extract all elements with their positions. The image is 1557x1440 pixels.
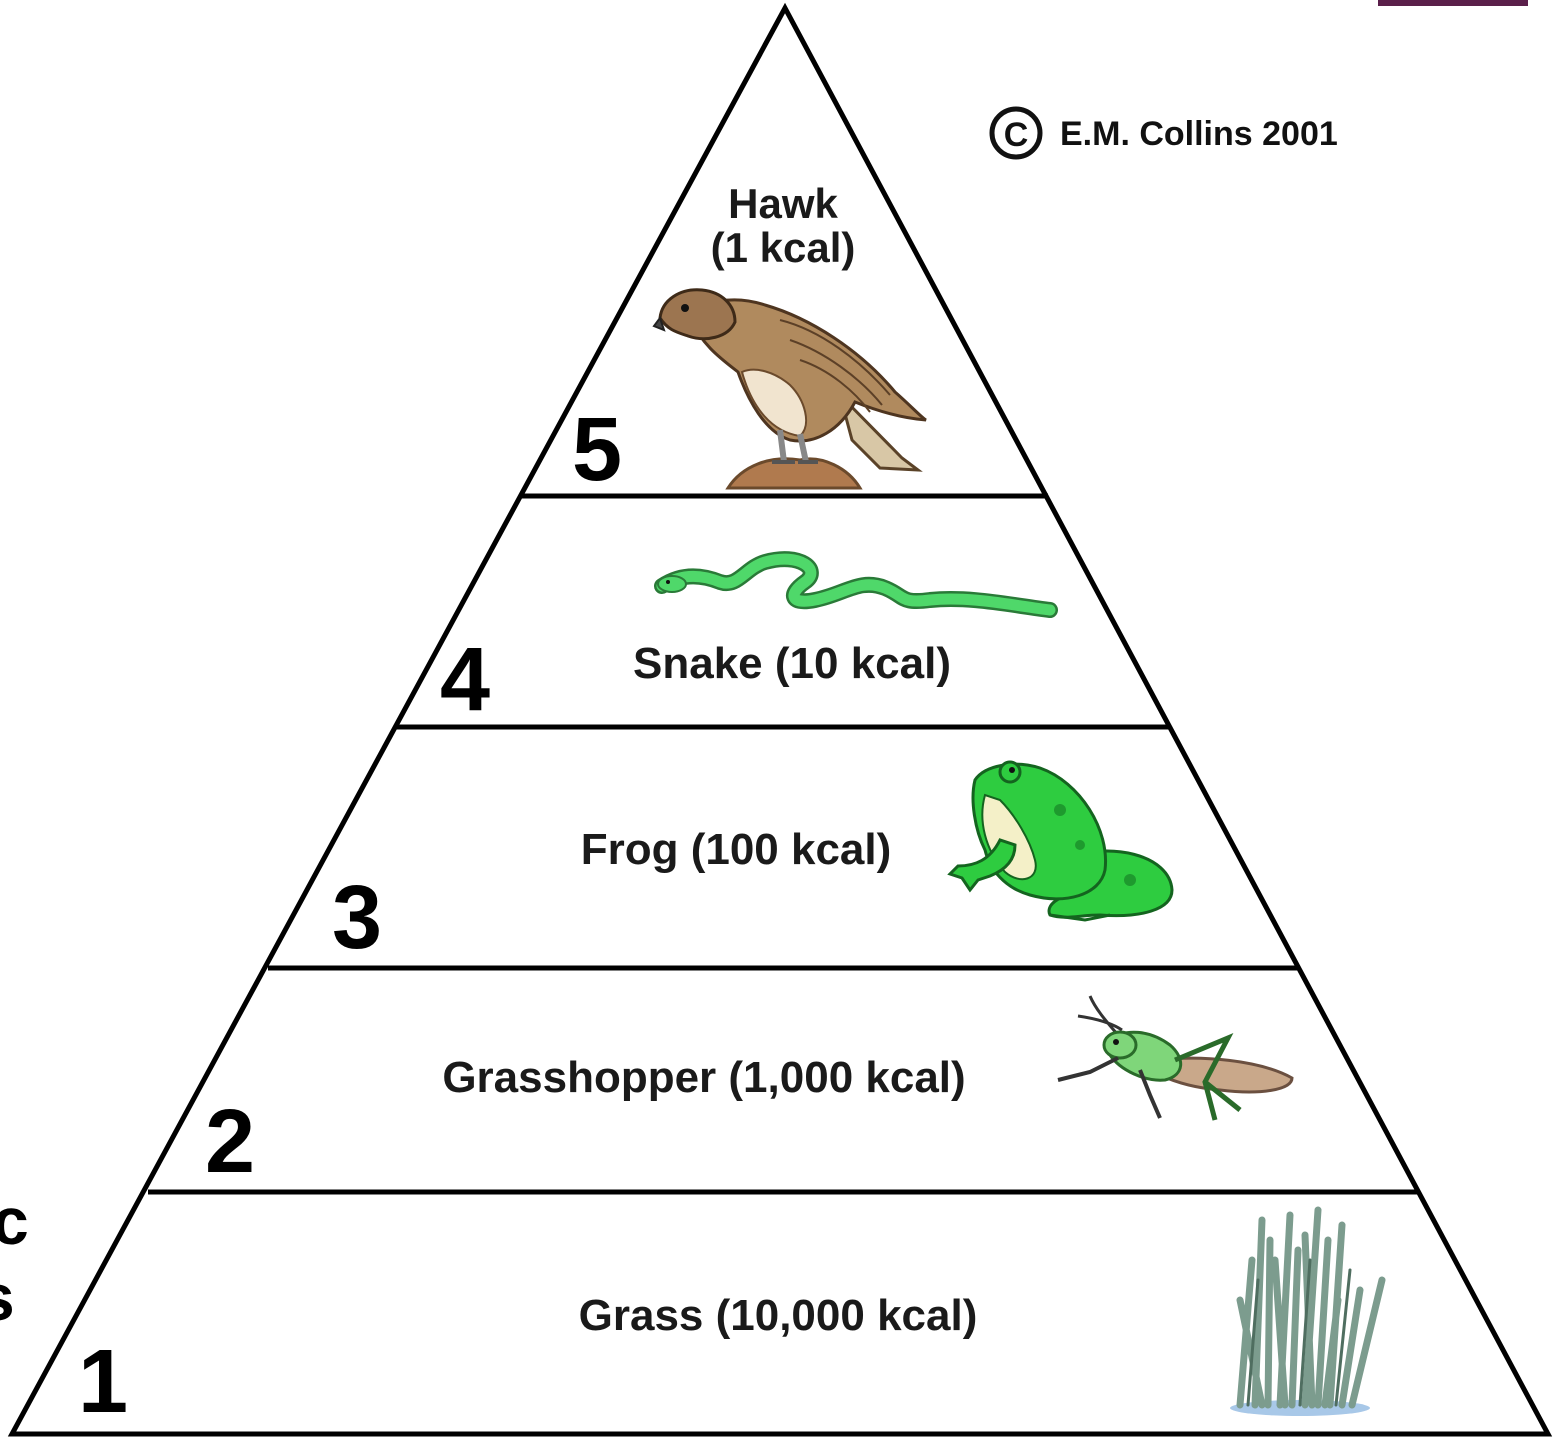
accent-bar [1378,0,1528,6]
copyright-text: E.M. Collins 2001 [1060,115,1338,153]
level-3-label: Frog (100 kcal) [581,825,892,874]
edge-fragment-2: s [0,1260,15,1334]
level-5-number: 5 [572,400,622,500]
level-1-number: 1 [78,1332,128,1432]
level-3-number: 3 [332,868,382,968]
level-4-label: Snake (10 kcal) [633,639,951,688]
level-2-number: 2 [205,1092,255,1192]
level-5-energy: (1 kcal) [711,224,856,271]
level-5-name: Hawk [728,180,838,227]
copyright-notice: C E.M. Collins 2001 [992,109,1338,157]
level-1-label: Grass (10,000 kcal) [579,1291,978,1340]
level-2-label: Grasshopper (1,000 kcal) [442,1053,965,1102]
copyright-symbol: C [1004,116,1029,154]
edge-fragment-1: c [0,1184,29,1258]
level-4-number: 4 [440,630,490,730]
